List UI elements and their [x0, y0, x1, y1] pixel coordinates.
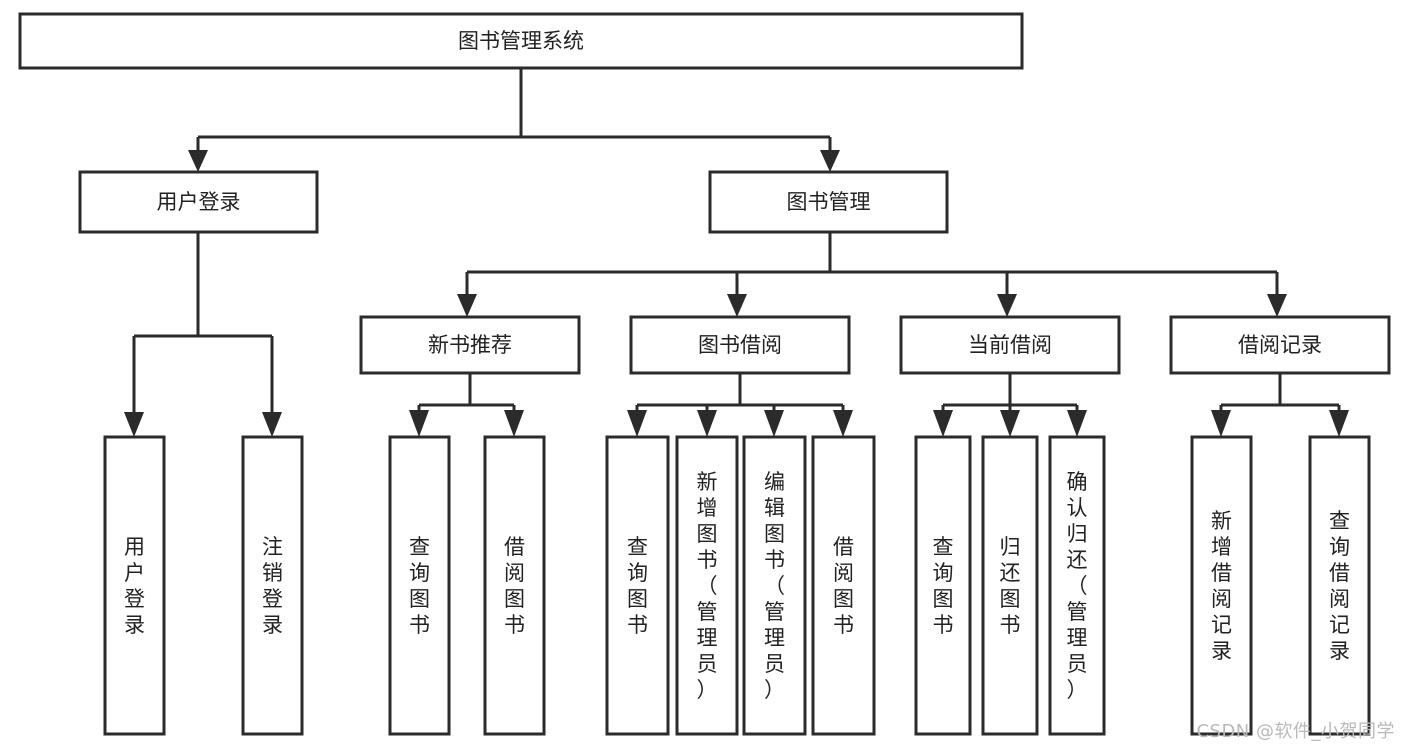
node-box[interactable]	[899, 315, 1121, 375]
node-label: 新书推荐	[428, 333, 512, 357]
node-leaf-0[interactable]: 用户登录	[103, 435, 166, 736]
node-level3-2[interactable]: 当前借阅	[899, 315, 1121, 375]
node-label: 注销登录	[262, 535, 283, 637]
node-leaf-5[interactable]: 新增图书（管理员）	[675, 435, 739, 736]
connector-group-borrow-record	[1211, 373, 1349, 437]
node-label: 当前借阅	[968, 333, 1052, 357]
arrow-head-icon	[727, 294, 747, 317]
node-box[interactable]	[1048, 435, 1106, 736]
node-box[interactable]	[1308, 435, 1371, 736]
node-box[interactable]	[675, 435, 739, 736]
node-box[interactable]	[359, 315, 581, 375]
arrow-head-icon	[457, 294, 477, 317]
arrow-head-icon	[1329, 410, 1349, 437]
node-leaf-1[interactable]: 注销登录	[241, 435, 304, 736]
node-leaf-3[interactable]: 借阅图书	[483, 435, 546, 736]
node-leaf-2[interactable]: 查询图书	[388, 435, 451, 736]
node-label: 查询图书	[627, 535, 648, 637]
node-level2-0[interactable]: 用户登录	[78, 170, 319, 234]
arrow-head-icon	[1067, 410, 1087, 437]
node-box[interactable]	[103, 435, 166, 736]
node-label: 确认归还（管理员）	[1067, 470, 1088, 702]
node-label: 图书管理	[787, 190, 871, 214]
node-label: 新增借阅记录	[1211, 509, 1232, 663]
arrow-head-icon	[833, 410, 853, 437]
arrow-head-icon	[409, 410, 429, 437]
node-box[interactable]	[388, 435, 451, 736]
arrow-head-icon	[262, 412, 282, 437]
arrow-head-icon	[997, 294, 1017, 317]
arrow-head-icon	[1000, 410, 1020, 437]
arrow-head-icon	[124, 412, 144, 437]
arrow-head-icon	[504, 410, 524, 437]
node-leaf-9[interactable]: 归还图书	[981, 435, 1039, 736]
nodes-layer: 图书管理系统用户登录图书管理新书推荐图书借阅当前借阅借阅记录用户登录注销登录查询…	[18, 12, 1391, 736]
node-label: 图书管理系统	[458, 29, 584, 53]
node-label: 编辑图书（管理员）	[764, 470, 785, 702]
watermark-label: CSDN @软件_小贺同学	[1196, 721, 1395, 742]
node-box[interactable]	[1190, 435, 1253, 736]
node-level3-3[interactable]: 借阅记录	[1169, 315, 1391, 375]
node-label: 查询借阅记录	[1329, 509, 1350, 663]
arrow-head-icon	[627, 410, 647, 437]
connector-group-new-book	[409, 373, 524, 437]
node-label: 查询图书	[933, 535, 954, 637]
node-box[interactable]	[78, 170, 319, 234]
arrow-head-icon	[764, 410, 784, 437]
node-root-0[interactable]: 图书管理系统	[18, 12, 1024, 70]
node-leaf-4[interactable]: 查询图书	[605, 435, 670, 736]
node-box[interactable]	[811, 435, 876, 736]
node-level3-0[interactable]: 新书推荐	[359, 315, 581, 375]
node-leaf-11[interactable]: 新增借阅记录	[1190, 435, 1253, 736]
node-label: 用户登录	[157, 190, 241, 214]
arrow-head-icon	[188, 150, 208, 172]
node-label: 借阅图书	[833, 535, 854, 637]
node-level3-1[interactable]: 图书借阅	[629, 315, 851, 375]
node-box[interactable]	[981, 435, 1039, 736]
node-box[interactable]	[1169, 315, 1391, 375]
arrow-head-icon	[1267, 294, 1287, 317]
arrow-head-icon	[1211, 410, 1231, 437]
connector-group-current-borrow	[933, 373, 1087, 437]
node-box[interactable]	[18, 12, 1024, 70]
node-label: 借阅记录	[1238, 333, 1322, 357]
arrow-head-icon	[933, 410, 953, 437]
node-leaf-8[interactable]: 查询图书	[914, 435, 972, 736]
connector-group-book-borrow	[627, 373, 853, 437]
node-box[interactable]	[742, 435, 807, 736]
node-leaf-12[interactable]: 查询借阅记录	[1308, 435, 1371, 736]
node-label: 归还图书	[1000, 535, 1021, 637]
node-label: 新增图书（管理员）	[697, 470, 718, 702]
node-leaf-7[interactable]: 借阅图书	[811, 435, 876, 736]
node-label: 用户登录	[124, 535, 145, 637]
node-leaf-6[interactable]: 编辑图书（管理员）	[742, 435, 807, 736]
node-box[interactable]	[483, 435, 546, 736]
arrow-head-icon	[697, 410, 717, 437]
node-box[interactable]	[241, 435, 304, 736]
node-box[interactable]	[914, 435, 972, 736]
node-label: 图书借阅	[698, 333, 782, 357]
connector-group-book-manage	[457, 232, 1287, 317]
node-level2-1[interactable]: 图书管理	[708, 170, 949, 234]
node-leaf-10[interactable]: 确认归还（管理员）	[1048, 435, 1106, 736]
node-label: 借阅图书	[504, 535, 525, 637]
connector-group-root	[188, 68, 840, 172]
node-label: 查询图书	[409, 535, 430, 637]
connector-group-user-login	[124, 232, 282, 437]
node-box[interactable]	[708, 170, 949, 234]
node-box[interactable]	[605, 435, 670, 736]
arrow-head-icon	[820, 150, 840, 172]
node-box[interactable]	[629, 315, 851, 375]
